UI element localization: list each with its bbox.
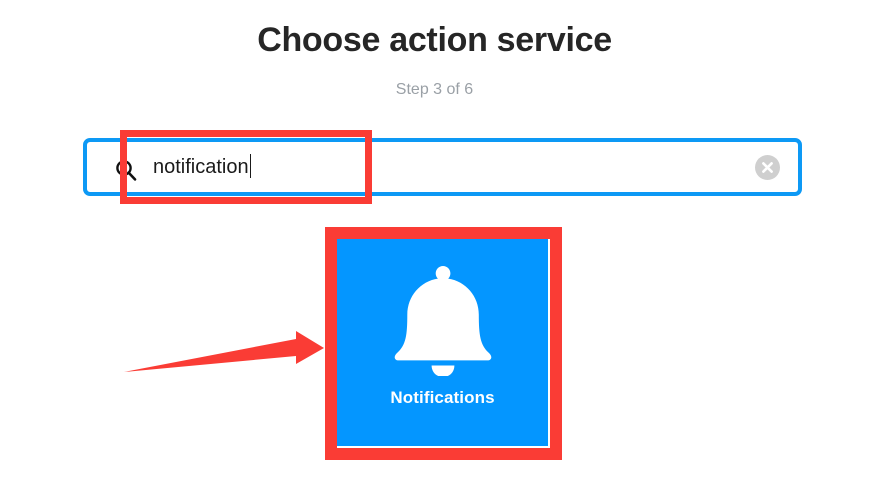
clear-search-button[interactable] (755, 155, 780, 180)
service-tile-notifications[interactable]: Notifications (337, 238, 548, 446)
close-icon (762, 162, 773, 173)
text-caret (249, 154, 251, 178)
search-input-wrapper[interactable]: notification (153, 142, 251, 192)
page-title: Choose action service (257, 21, 612, 59)
search-field[interactable]: notification (83, 138, 802, 196)
annotation-highlight-search (120, 130, 372, 204)
bell-icon (391, 264, 495, 377)
step-indicator: Step 3 of 6 (395, 81, 474, 98)
annotation-highlight-tile (325, 227, 562, 460)
service-tile-label: Notifications (390, 388, 495, 407)
annotation-arrow-icon (118, 330, 330, 380)
search-input-value[interactable]: notification (153, 156, 249, 178)
